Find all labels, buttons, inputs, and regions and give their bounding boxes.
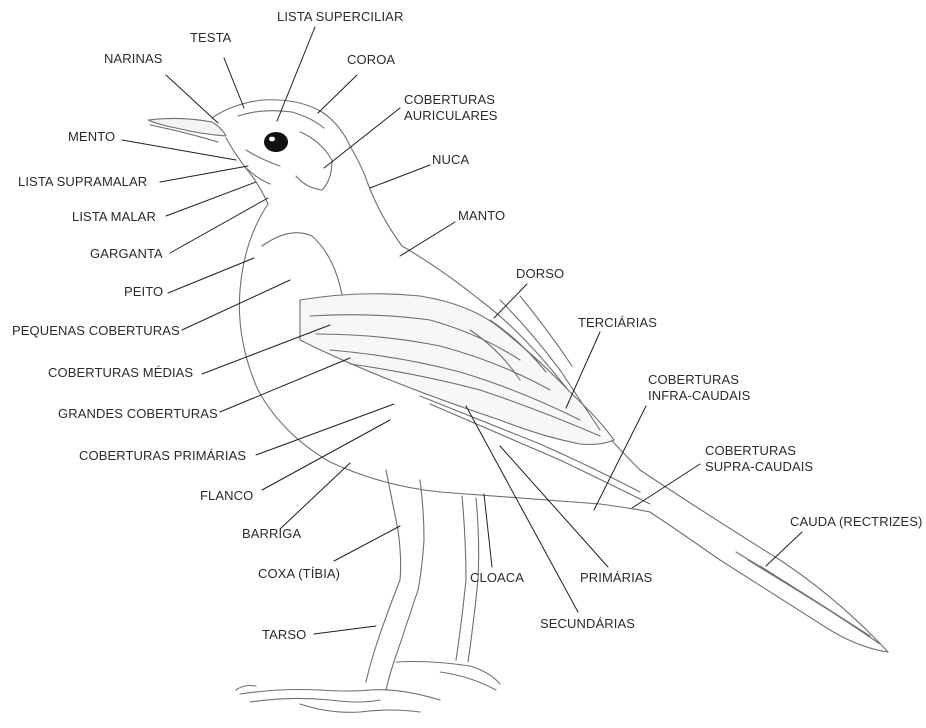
label-lista-superciliar: LISTA SUPERCILIAR [277,9,403,25]
label-cloaca: CLOACA [470,570,524,586]
label-coberturas-auriculares-line1: COBERTURAS [404,92,498,108]
label-terciarias: TERCIÁRIAS [578,315,657,331]
label-coberturas-supra-caudais-line1: COBERTURAS [705,443,813,459]
label-garganta: GARGANTA [90,246,163,262]
label-lista-malar: LISTA MALAR [72,209,156,225]
label-mento: MENTO [68,129,115,145]
label-coberturas-infra-caudais: COBERTURAS INFRA-CAUDAIS [648,372,750,404]
label-tarso: TARSO [262,627,306,643]
label-coroa: COROA [347,52,395,68]
label-coberturas-infra-caudais-line1: COBERTURAS [648,372,750,388]
label-narinas: NARINAS [104,51,163,67]
label-flanco: FLANCO [200,488,253,504]
label-coberturas-auriculares-line2: AURICULARES [404,108,498,124]
label-barriga: BARRIGA [242,526,301,542]
label-coberturas-supra-caudais: COBERTURAS SUPRA-CAUDAIS [705,443,813,475]
label-coberturas-medias: COBERTURAS MÉDIAS [48,365,193,381]
label-primarias: PRIMÁRIAS [580,570,652,586]
label-pequenas-coberturas: PEQUENAS COBERTURAS [12,323,180,339]
label-grandes-coberturas: GRANDES COBERTURAS [58,406,218,422]
label-dorso: DORSO [516,266,564,282]
label-cauda: CAUDA (RECTRIZES) [790,514,922,530]
label-testa: TESTA [190,30,231,46]
label-nuca: NUCA [432,152,469,168]
label-secundarias: SECUNDÁRIAS [540,616,635,632]
label-coberturas-primarias: COBERTURAS PRIMÁRIAS [79,448,246,464]
label-coberturas-infra-caudais-line2: INFRA-CAUDAIS [648,388,750,404]
label-peito: PEITO [124,284,163,300]
label-coxa: COXA (TÍBIA) [258,566,340,582]
label-manto: MANTO [458,208,505,224]
label-coberturas-auriculares: COBERTURAS AURICULARES [404,92,498,124]
label-lista-supramalar: LISTA SUPRAMALAR [18,174,147,190]
label-coberturas-supra-caudais-line2: SUPRA-CAUDAIS [705,459,813,475]
